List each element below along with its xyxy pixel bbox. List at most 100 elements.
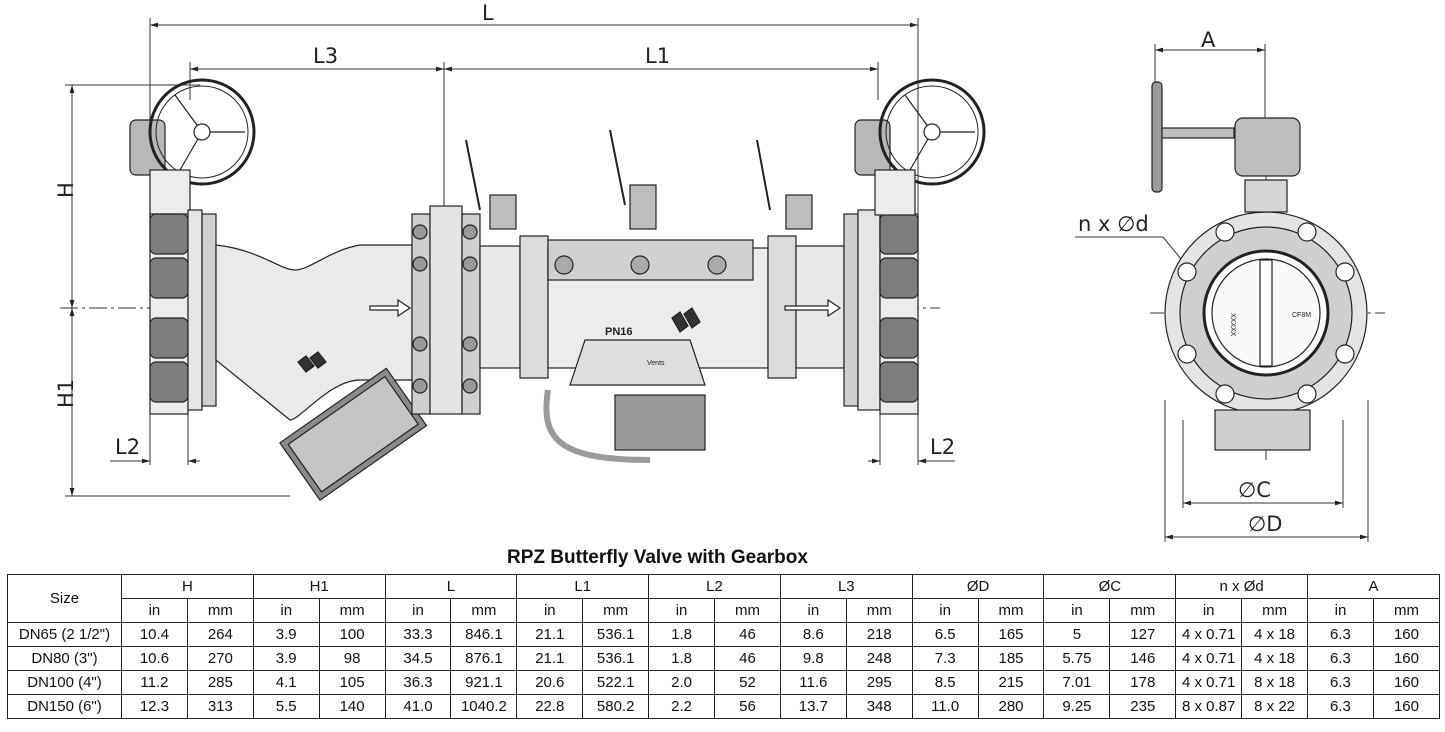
table-cell: 140 bbox=[318, 694, 386, 719]
table-cell: 127 bbox=[1109, 622, 1177, 647]
technical-drawing: L L3 L1 H H1 L2 L2 bbox=[54, 1, 1385, 542]
unit-in-header: in bbox=[648, 598, 716, 623]
table-cell: 8 x 0.87 bbox=[1175, 694, 1243, 719]
size-cell: DN65 (2 1/2") bbox=[7, 622, 122, 647]
table-cell: 13.7 bbox=[779, 694, 847, 719]
group-header: ØC bbox=[1043, 574, 1177, 599]
table-cell: 46 bbox=[714, 622, 781, 647]
table-cell: 9.8 bbox=[779, 646, 847, 671]
dim-label-H: H bbox=[54, 182, 78, 198]
table-cell: 6.3 bbox=[1307, 694, 1374, 719]
group-header: L3 bbox=[779, 574, 913, 599]
table-cell: 8 x 18 bbox=[1241, 670, 1309, 695]
size-header: Size bbox=[7, 574, 122, 623]
unit-in-header: in bbox=[384, 598, 452, 623]
vents-marking: Vents bbox=[647, 360, 665, 367]
group-header: H bbox=[121, 574, 254, 599]
table-header-row: Size H H1 L L1 L2 L3 ØD ØC n x Ød A bbox=[7, 574, 1440, 623]
unit-mm-header: mm bbox=[186, 598, 254, 623]
table-cell: 165 bbox=[977, 622, 1045, 647]
table-cell: 4 x 0.71 bbox=[1175, 622, 1243, 647]
unit-mm-header: mm bbox=[1372, 598, 1441, 623]
unit-in-header: in bbox=[1043, 598, 1111, 623]
table-cell: 33.3 bbox=[384, 622, 452, 647]
table-cell: 160 bbox=[1372, 670, 1441, 695]
unit-in-header: in bbox=[121, 598, 188, 623]
valve-side-view bbox=[129, 78, 986, 502]
table-cell: 11.2 bbox=[121, 670, 188, 695]
table-cell: 5.5 bbox=[252, 694, 320, 719]
table-cell: 218 bbox=[845, 622, 913, 647]
unit-in-header: in bbox=[252, 598, 320, 623]
table-cell: 2.2 bbox=[648, 694, 716, 719]
table-cell: 160 bbox=[1372, 622, 1441, 647]
table-cell: 146 bbox=[1109, 646, 1177, 671]
table-cell: 295 bbox=[845, 670, 913, 695]
group-header: L2 bbox=[648, 574, 781, 599]
pn-marking: PN16 bbox=[605, 326, 633, 338]
valve-front-view bbox=[1151, 81, 1368, 451]
table-cell: 6.3 bbox=[1307, 622, 1374, 647]
dim-label-L1: L1 bbox=[645, 44, 670, 68]
table-cell: 536.1 bbox=[582, 622, 650, 647]
unit-in-header: in bbox=[1307, 598, 1374, 623]
table-cell: 41.0 bbox=[384, 694, 452, 719]
table-cell: 3.9 bbox=[252, 622, 320, 647]
table-cell: 178 bbox=[1109, 670, 1177, 695]
size-cell: DN80 (3") bbox=[7, 646, 122, 671]
group-header: L1 bbox=[516, 574, 650, 599]
dim-label-H1: H1 bbox=[54, 379, 78, 408]
group-header: A bbox=[1307, 574, 1440, 599]
table-cell: 580.2 bbox=[582, 694, 650, 719]
table-cell: 921.1 bbox=[450, 670, 518, 695]
table-cell: 6.5 bbox=[911, 622, 979, 647]
table-cell: 7.01 bbox=[1043, 670, 1111, 695]
unit-in-header: in bbox=[516, 598, 584, 623]
unit-mm-header: mm bbox=[582, 598, 650, 623]
table-cell: 4 x 0.71 bbox=[1175, 670, 1243, 695]
dim-label-L3: L3 bbox=[313, 44, 338, 68]
unit-mm-header: mm bbox=[977, 598, 1045, 623]
table-cell: 21.1 bbox=[516, 646, 584, 671]
table-cell: 5 bbox=[1043, 622, 1111, 647]
table-cell: 248 bbox=[845, 646, 913, 671]
left-handwheel-icon bbox=[129, 78, 256, 216]
material-marking: CF8M bbox=[1292, 312, 1311, 319]
dim-label-C: ∅C bbox=[1238, 478, 1271, 502]
table-cell: 11.0 bbox=[911, 694, 979, 719]
dim-label-D: ∅D bbox=[1248, 512, 1282, 536]
table-cell: 11.6 bbox=[779, 670, 847, 695]
table-cell: 160 bbox=[1372, 694, 1441, 719]
group-header: L bbox=[384, 574, 518, 599]
table-cell: 4.1 bbox=[252, 670, 320, 695]
table-cell: 313 bbox=[186, 694, 254, 719]
table-cell: 10.6 bbox=[121, 646, 188, 671]
table-cell: 105 bbox=[318, 670, 386, 695]
unit-mm-header: mm bbox=[318, 598, 386, 623]
table-cell: 8.6 bbox=[779, 622, 847, 647]
table-cell: 20.6 bbox=[516, 670, 584, 695]
unit-in-header: in bbox=[911, 598, 979, 623]
table-cell: 264 bbox=[186, 622, 254, 647]
unit-mm-header: mm bbox=[714, 598, 781, 623]
unit-mm-header: mm bbox=[450, 598, 518, 623]
table-cell: 846.1 bbox=[450, 622, 518, 647]
right-handwheel-icon bbox=[854, 78, 986, 216]
table-cell: 6.3 bbox=[1307, 646, 1374, 671]
table-cell: 21.1 bbox=[516, 622, 584, 647]
group-header: n x Ød bbox=[1175, 574, 1309, 599]
table-cell: 285 bbox=[186, 670, 254, 695]
table-cell: 160 bbox=[1372, 646, 1441, 671]
size-cell: DN100 (4") bbox=[7, 670, 122, 695]
table-cell: 34.5 bbox=[384, 646, 452, 671]
table-cell: 215 bbox=[977, 670, 1045, 695]
table-cell: 8 x 22 bbox=[1241, 694, 1309, 719]
table-cell: 5.75 bbox=[1043, 646, 1111, 671]
front-view-labels: A n x ∅d ∅C ∅D CF8M XXXXX bbox=[1078, 28, 1311, 536]
